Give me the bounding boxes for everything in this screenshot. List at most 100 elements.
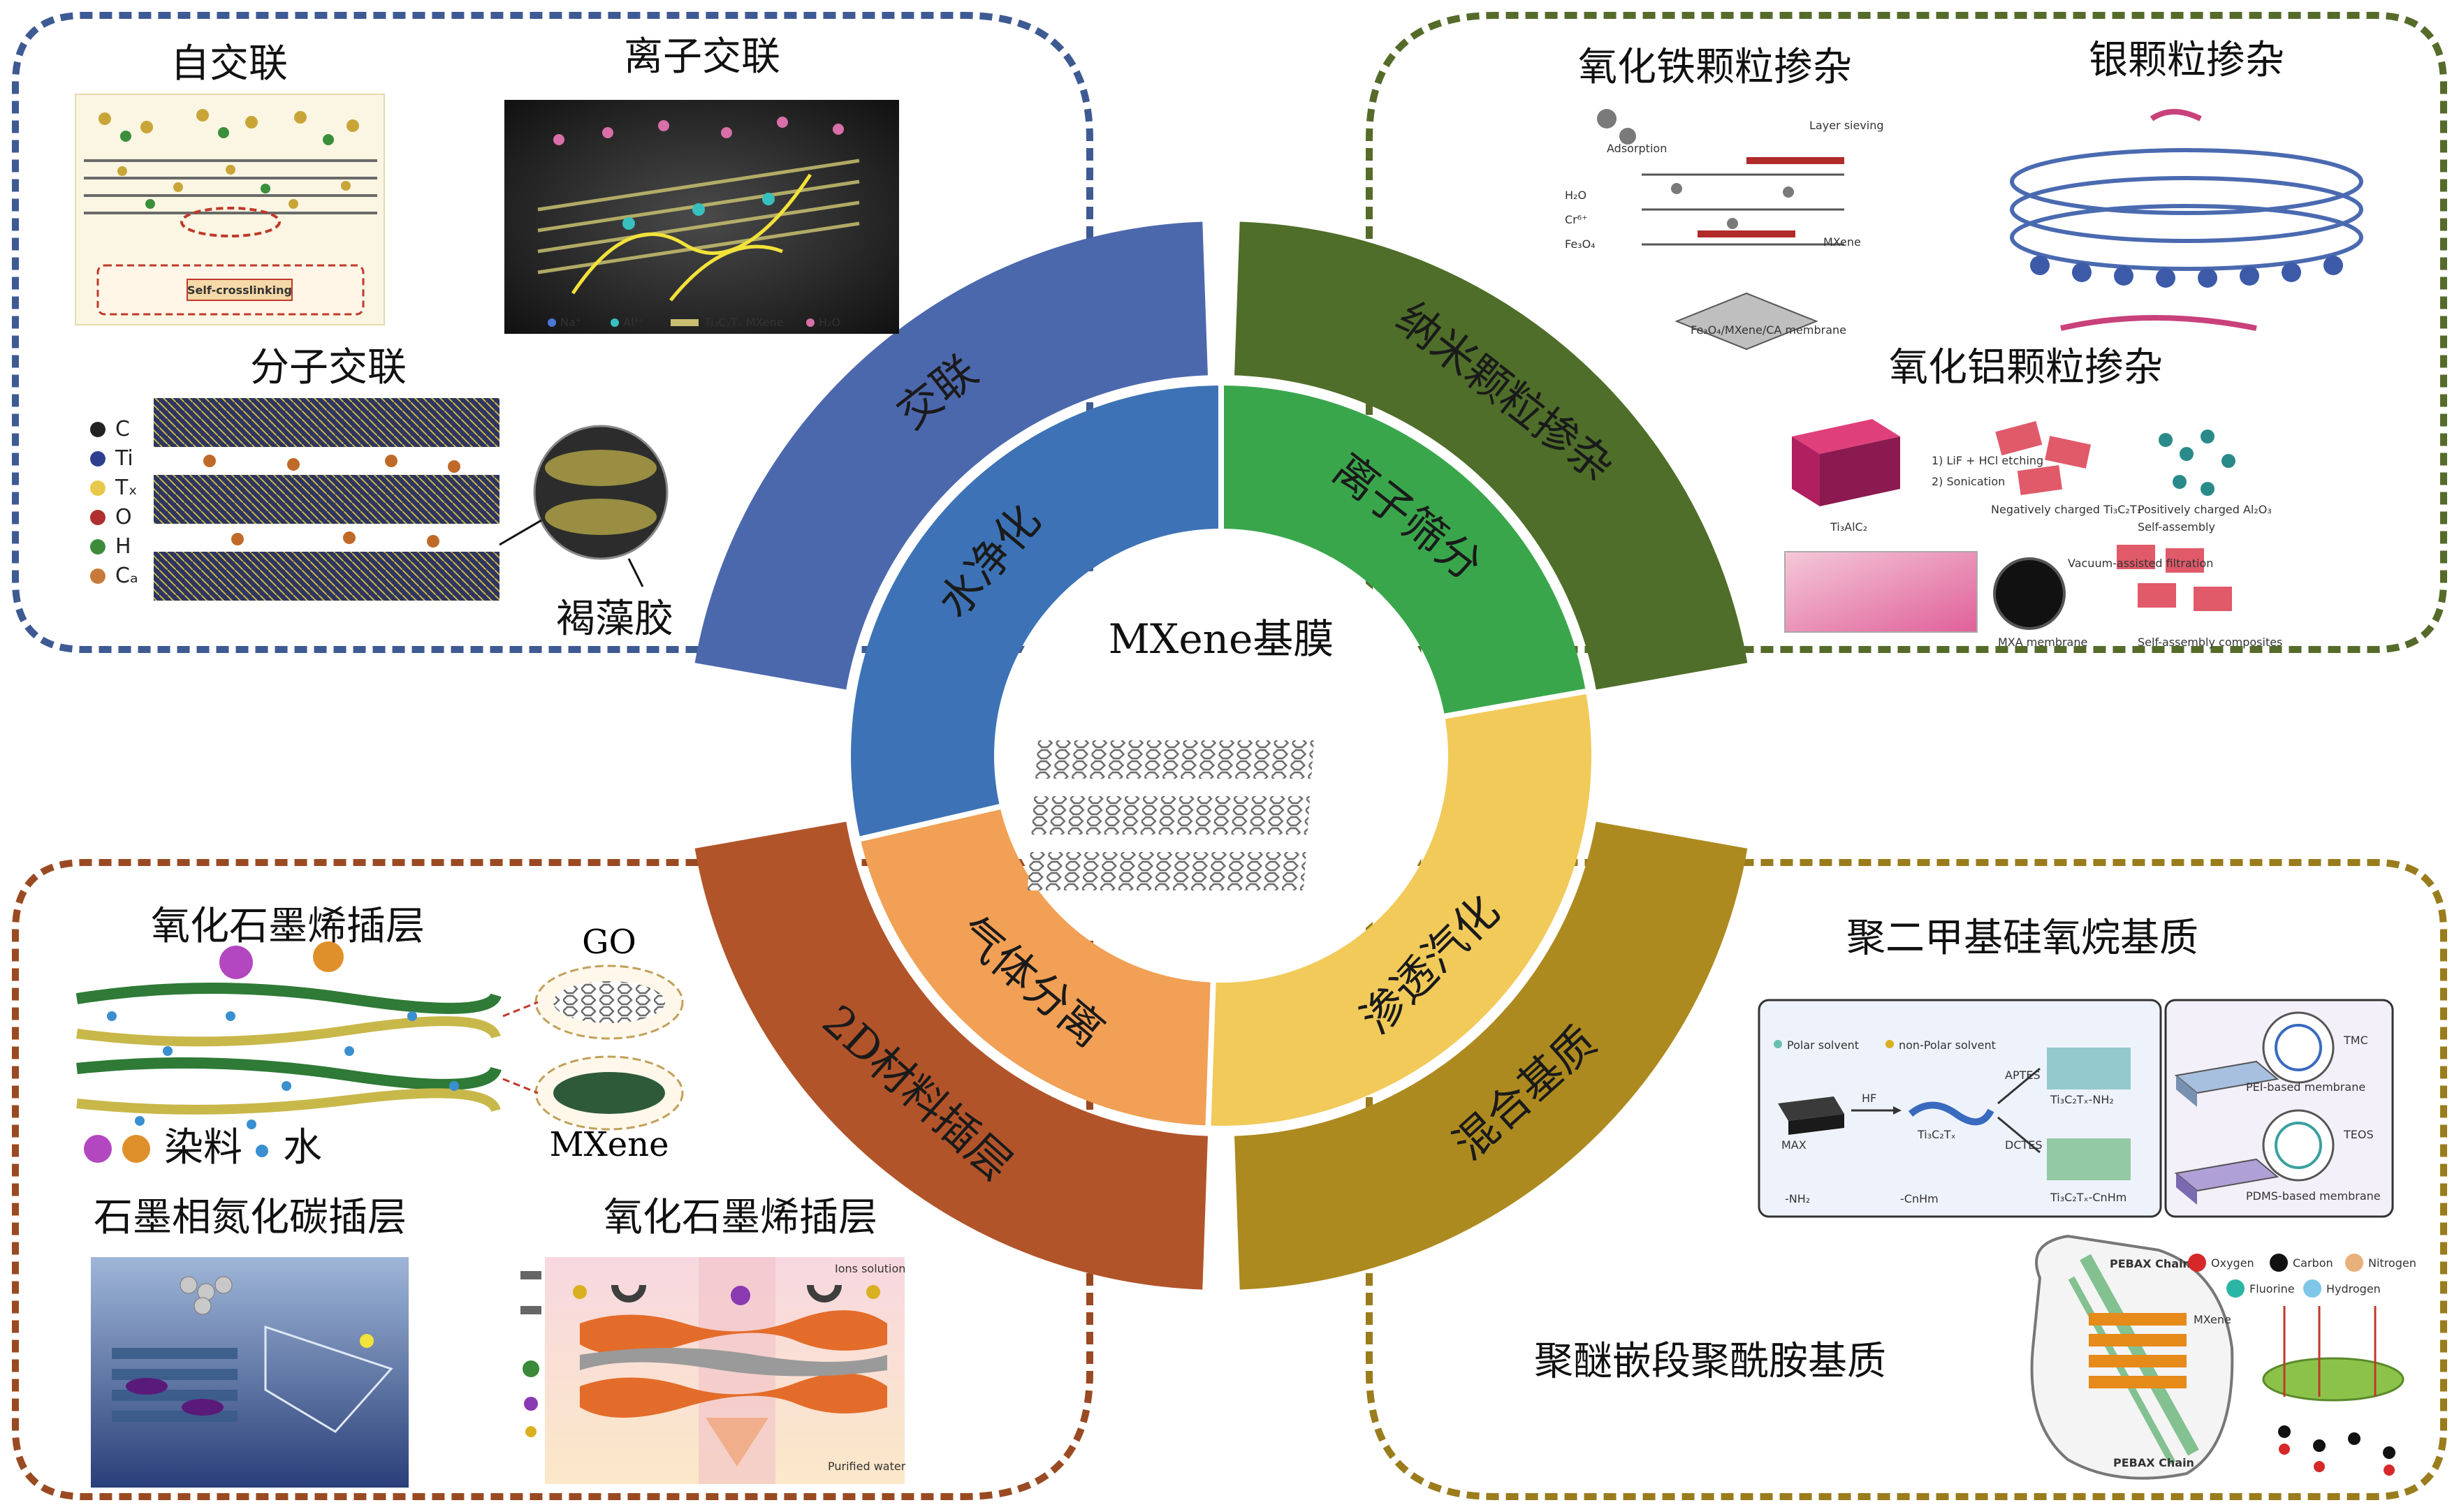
panel-self-crosslink: Self-crosslinking [75,94,385,325]
panel-go-layers: 染料 水 [75,941,684,1170]
label-mxene: MXene [549,1125,669,1164]
label-go-intercalation: 氧化石墨烯插层 [151,904,425,949]
pebax-legend-label: Fluorine [2249,1282,2295,1296]
fe-label-h2o: H₂O [1565,189,1586,202]
fe-label-adsorption: Adsorption [1607,142,1667,155]
al-label-etching: 1) LiF + HCl etching [1932,454,2043,467]
outer-ring-segment [1234,221,1748,690]
legend-dye: 染料 [164,1125,242,1170]
pdms-label-hf: HF [1862,1092,1876,1105]
al-label-composites: Self-assembly composites [2138,636,2282,649]
ion-legend-na: Na⁺ [560,316,581,329]
ion-legend-h2o: H₂O [819,316,840,329]
panel-ion-crosslink: Na⁺ Al³⁺ Ti₃C₂Tₓ MXene H₂O [504,100,899,334]
frame-bottom-right [1366,859,2447,1500]
al-label-ti3alc2: Ti₃AlC₂ [1830,520,1867,534]
inner-ring-segment [1208,691,1591,1126]
element-swatch [90,451,105,467]
label-al-oxide: 氧化铝颗粒掺杂 [1889,345,2163,390]
outer-ring-segment [694,821,1208,1290]
center-mxene-layers [1027,740,1314,890]
ring-gap [1442,688,1589,720]
pdms-label-cnhm-product: Ti₃C₂Tₓ-CnHm [2050,1191,2126,1204]
pdms-label-teos: TEOS [2343,1128,2374,1141]
pebax-legend-label: Hydrogen [2326,1282,2381,1296]
outer-ring-segment [1234,821,1748,1290]
quadrant-bottom-right: 聚二甲基硅氧烷基质 聚醚嵌段聚酰胺基质 Polar solvent non-Po… [1534,916,2416,1480]
label-pdms: 聚二甲基硅氧烷基质 [1846,916,2198,961]
element-label: Tₓ [115,476,138,500]
label-ion-crosslink: 离子交联 [624,34,780,80]
inner-ring-segment [1221,386,1586,717]
pdms-label-max: MAX [1781,1138,1807,1152]
go2-label-purified: Purified water [828,1460,906,1473]
pdms-label-pdms-based: PDMS-based membrane [2246,1189,2381,1203]
frame-top-left [12,12,1093,653]
pebax-legend-swatch [2270,1254,2288,1272]
ion-legend-mxene: Ti₃C₂Tₓ MXene [703,316,784,329]
pdms-label-nonpolar: non-Polar solvent [1899,1038,1996,1052]
panel-pdms: Polar solvent non-Polar solvent MAX HF T… [1758,999,2394,1218]
al-label-positive: Positively charged Al₂O₃ [2138,503,2272,516]
fe-label-cr: Cr⁶⁺ [1565,213,1588,226]
pdms-label-pei: PEI-based membrane [2246,1080,2365,1094]
label-fe-oxide: 氧化铁颗粒掺杂 [1578,45,1852,90]
pdms-label-cnhm: -CnHm [1900,1192,1939,1205]
quadrant-bottom-left: 氧化石墨烯插层 GO MXene 石墨相氮化碳插层 氧化石墨烯插层 染料 水 [75,904,906,1488]
element-swatch [90,422,105,437]
element-label: Cₐ [115,564,138,588]
frame-bottom-left [12,859,1093,1500]
label-gcn: 石墨相氮化碳插层 [94,1195,407,1240]
pdms-label-tmc: TMC [2343,1034,2368,1047]
pebax-chain-label-top: PEBAX Chain [2110,1257,2191,1270]
ion-legend: Na⁺ Al³⁺ Ti₃C₂Tₓ MXene H₂O [548,316,840,329]
pdms-label-polar: Polar solvent [1787,1038,1859,1052]
al-label-mxa: MXA membrane [1998,636,2087,649]
fe-label-fe3o4: Fe₃O₄ [1565,237,1596,251]
element-swatch [90,539,105,555]
element-label: Ti [115,446,133,471]
fe-label-membrane: Fe₃O₄/MXene/CA membrane [1691,323,1846,337]
fe-label-layer-sieving: Layer sieving [1809,119,1884,132]
quadrant-top-right: 氧化铁颗粒掺杂 银颗粒掺杂 氧化铝颗粒掺杂 H₂O Cr⁶⁺ Fe₃O₄ Ads… [1565,38,2363,649]
pdms-label-ti3c2: Ti₃C₂Tₓ [1917,1128,1956,1141]
element-swatch [90,568,105,584]
panel-go2: Ions solution Purified water [520,1257,906,1484]
pebax-legend-label: Oxygen [2211,1256,2254,1270]
pebax-legend-swatch [2345,1254,2363,1272]
pebax-legend-label: Carbon [2293,1256,2333,1270]
al-label-sonication: 2) Sonication [1932,475,2005,488]
pdms-label-dctes: DCTES [2005,1138,2043,1152]
frame-top-right [1366,12,2447,653]
legend-water: 水 [283,1125,322,1170]
pebax-legend-label: Nitrogen [2368,1256,2416,1270]
inner-ring-segment [860,807,1213,1126]
label-mol-crosslink: 分子交联 [250,345,407,390]
al-label-self-assembly: Self-assembly [2138,520,2215,534]
ring-gap [1205,980,1216,1129]
label-ag-doping: 银颗粒掺杂 [2089,38,2284,83]
ion-legend-al: Al³⁺ [623,316,644,329]
element-label: H [115,534,131,559]
panel-fe-oxide: H₂O Cr⁶⁺ Fe₃O₄ Adsorption Layer sieving … [1565,109,1884,351]
pdms-label-aptes: APTES [2005,1069,2041,1082]
pebax-legend-swatch [2303,1279,2321,1298]
label-go-intercalation-2: 氧化石墨烯插层 [604,1195,877,1240]
pebax-mxene-label: MXene [2194,1313,2231,1326]
inner-ring-segment [851,386,1221,839]
label-go: GO [582,923,636,962]
label-pebax: 聚醚嵌段聚酰胺基质 [1534,1339,1886,1384]
pebax-legend-swatch [2188,1254,2206,1272]
al-label-vacuum: Vacuum-assisted filtration [2068,557,2213,570]
element-label: C [115,417,130,441]
go2-label-ions: Ions solution [835,1262,905,1275]
label-alginate: 褐藻胶 [556,596,673,642]
element-label: O [115,505,132,529]
inset-self-crosslink-text: Self-crosslinking [187,284,292,297]
panel-al-oxide: Ti₃AlC₂ 1) LiF + HCl etching 2) Sonicati… [1784,419,2282,649]
center-title: MXene基膜 [1109,615,1334,663]
